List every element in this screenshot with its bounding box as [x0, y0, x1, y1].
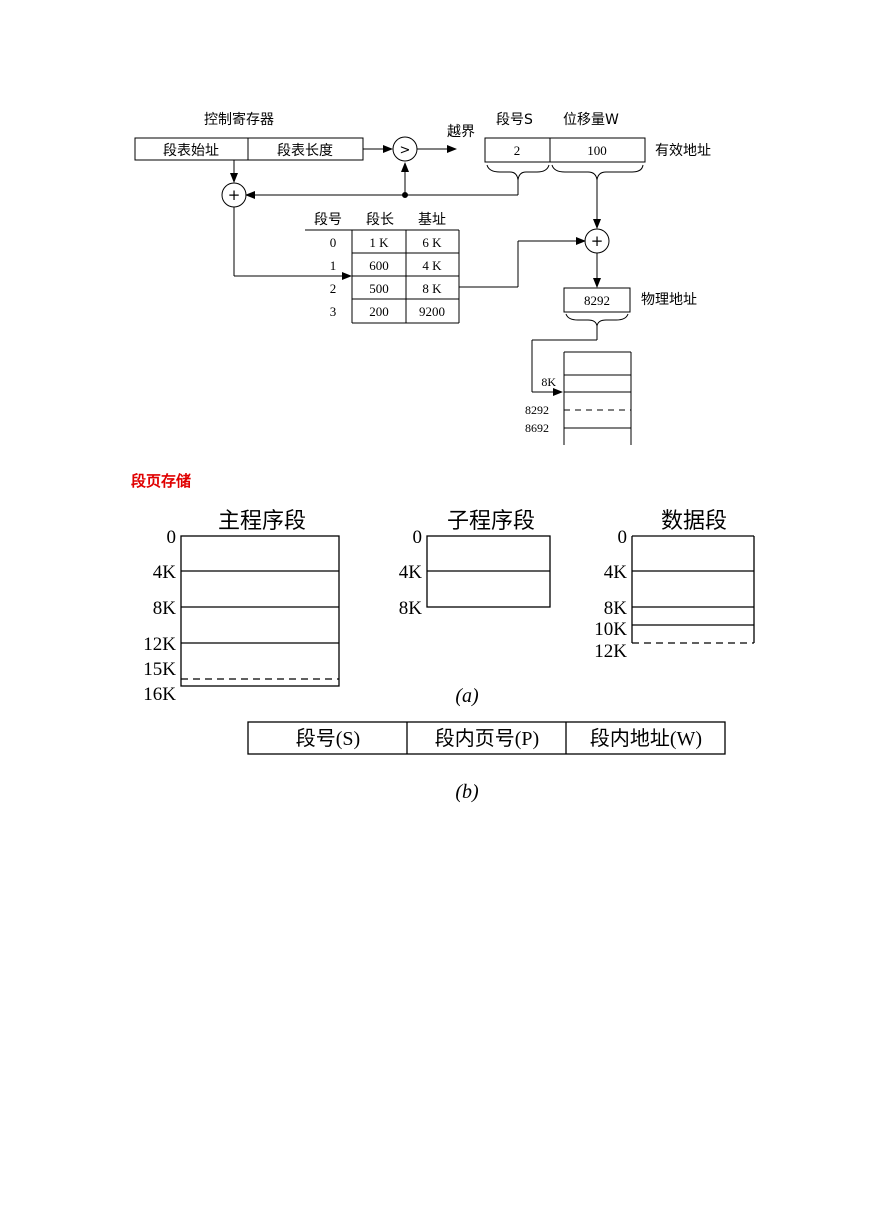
data-segment-title: 数据段 — [661, 508, 727, 533]
memory-block — [563, 351, 632, 445]
segment-translation-diagram — [134, 136, 646, 445]
subroutine-segment-block — [426, 535, 551, 608]
seg-table-start-label: 段表始址 — [163, 143, 219, 159]
table-cell-len-0: 1 K — [369, 235, 389, 250]
data-segment-block — [631, 535, 755, 644]
table-header-no: 段号 — [314, 212, 342, 228]
seg-no-s-label: 段号S — [496, 112, 533, 128]
main-tick-15k: 15K — [143, 659, 176, 680]
data-tick-0: 0 — [618, 527, 628, 548]
section-title-segment-paging: 段页存储 — [131, 472, 192, 490]
table-cell-len-2: 500 — [369, 281, 389, 296]
main-tick-0: 0 — [167, 527, 177, 548]
table-cell-base-1: 4 K — [422, 258, 442, 273]
overflow-label: 越界 — [447, 124, 475, 140]
table-header-base: 基址 — [418, 211, 446, 228]
segment-page-labels: 主程序段 子程序段 数据段 0 4K 8K 12K 15K 16K 0 4K 8… — [143, 508, 727, 803]
segment-translation-labels: 控制寄存器 段表始址 段表长度 > 越界 段号S 位移量W 2 100 有效地址… — [163, 111, 711, 435]
segment-page-diagram — [180, 535, 755, 755]
adder-symbol-1: + — [228, 186, 241, 204]
table-cell-no-0: 0 — [330, 235, 337, 250]
field-page-number: 段内页号(P) — [435, 727, 539, 750]
memory-label-8692: 8692 — [525, 421, 549, 435]
logical-offset-value: 100 — [587, 143, 607, 158]
field-segment-number: 段号(S) — [296, 727, 360, 750]
table-cell-no-3: 3 — [330, 304, 337, 319]
table-cell-base-2: 8 K — [422, 281, 442, 296]
offset-w-label: 位移量W — [563, 112, 619, 128]
data-tick-10k: 10K — [594, 619, 627, 640]
adder-symbol-2: + — [591, 232, 604, 250]
sub-tick-4k: 4K — [399, 562, 423, 583]
main-tick-16k: 16K — [143, 684, 176, 705]
table-header-len: 段长 — [366, 212, 394, 228]
sub-tick-8k: 8K — [399, 598, 423, 619]
main-segment-block — [180, 535, 340, 687]
physical-value: 8292 — [584, 293, 610, 308]
seg-table-length-label: 段表长度 — [277, 143, 333, 159]
main-tick-4k: 4K — [153, 562, 177, 583]
physical-address-cell — [563, 287, 631, 313]
physical-address-label: 物理地址 — [641, 292, 697, 308]
table-cell-base-0: 6 K — [422, 235, 442, 250]
data-tick-4k: 4K — [604, 562, 628, 583]
logical-offset-cell — [549, 137, 646, 163]
effective-address-label: 有效地址 — [655, 143, 711, 159]
table-cell-no-1: 1 — [330, 258, 337, 273]
physical-brace — [565, 313, 629, 327]
table-cell-no-2: 2 — [330, 281, 337, 296]
memory-label-8k: 8K — [541, 375, 556, 389]
table-cell-len-3: 200 — [369, 304, 389, 319]
main-segment-title: 主程序段 — [218, 508, 306, 533]
seg-brace — [486, 164, 550, 181]
address-format-row — [247, 721, 726, 755]
data-tick-12k: 12K — [594, 641, 627, 662]
offset-brace — [551, 164, 644, 181]
memory-label-8292: 8292 — [525, 403, 549, 417]
caption-b: (b) — [455, 781, 479, 803]
main-tick-8k: 8K — [153, 598, 177, 619]
table-cell-len-1: 600 — [369, 258, 389, 273]
field-offset: 段内地址(W) — [590, 727, 702, 750]
main-tick-12k: 12K — [143, 634, 176, 655]
segment-table-grid — [305, 229, 460, 324]
comparator-symbol: > — [400, 143, 411, 158]
logical-seg-value: 2 — [514, 143, 521, 158]
subroutine-segment-title: 子程序段 — [447, 508, 535, 533]
caption-a: (a) — [455, 685, 479, 707]
data-tick-8k: 8K — [604, 598, 628, 619]
sub-tick-0: 0 — [413, 527, 423, 548]
table-cell-base-3: 9200 — [419, 304, 445, 319]
control-register-label: 控制寄存器 — [204, 111, 274, 128]
